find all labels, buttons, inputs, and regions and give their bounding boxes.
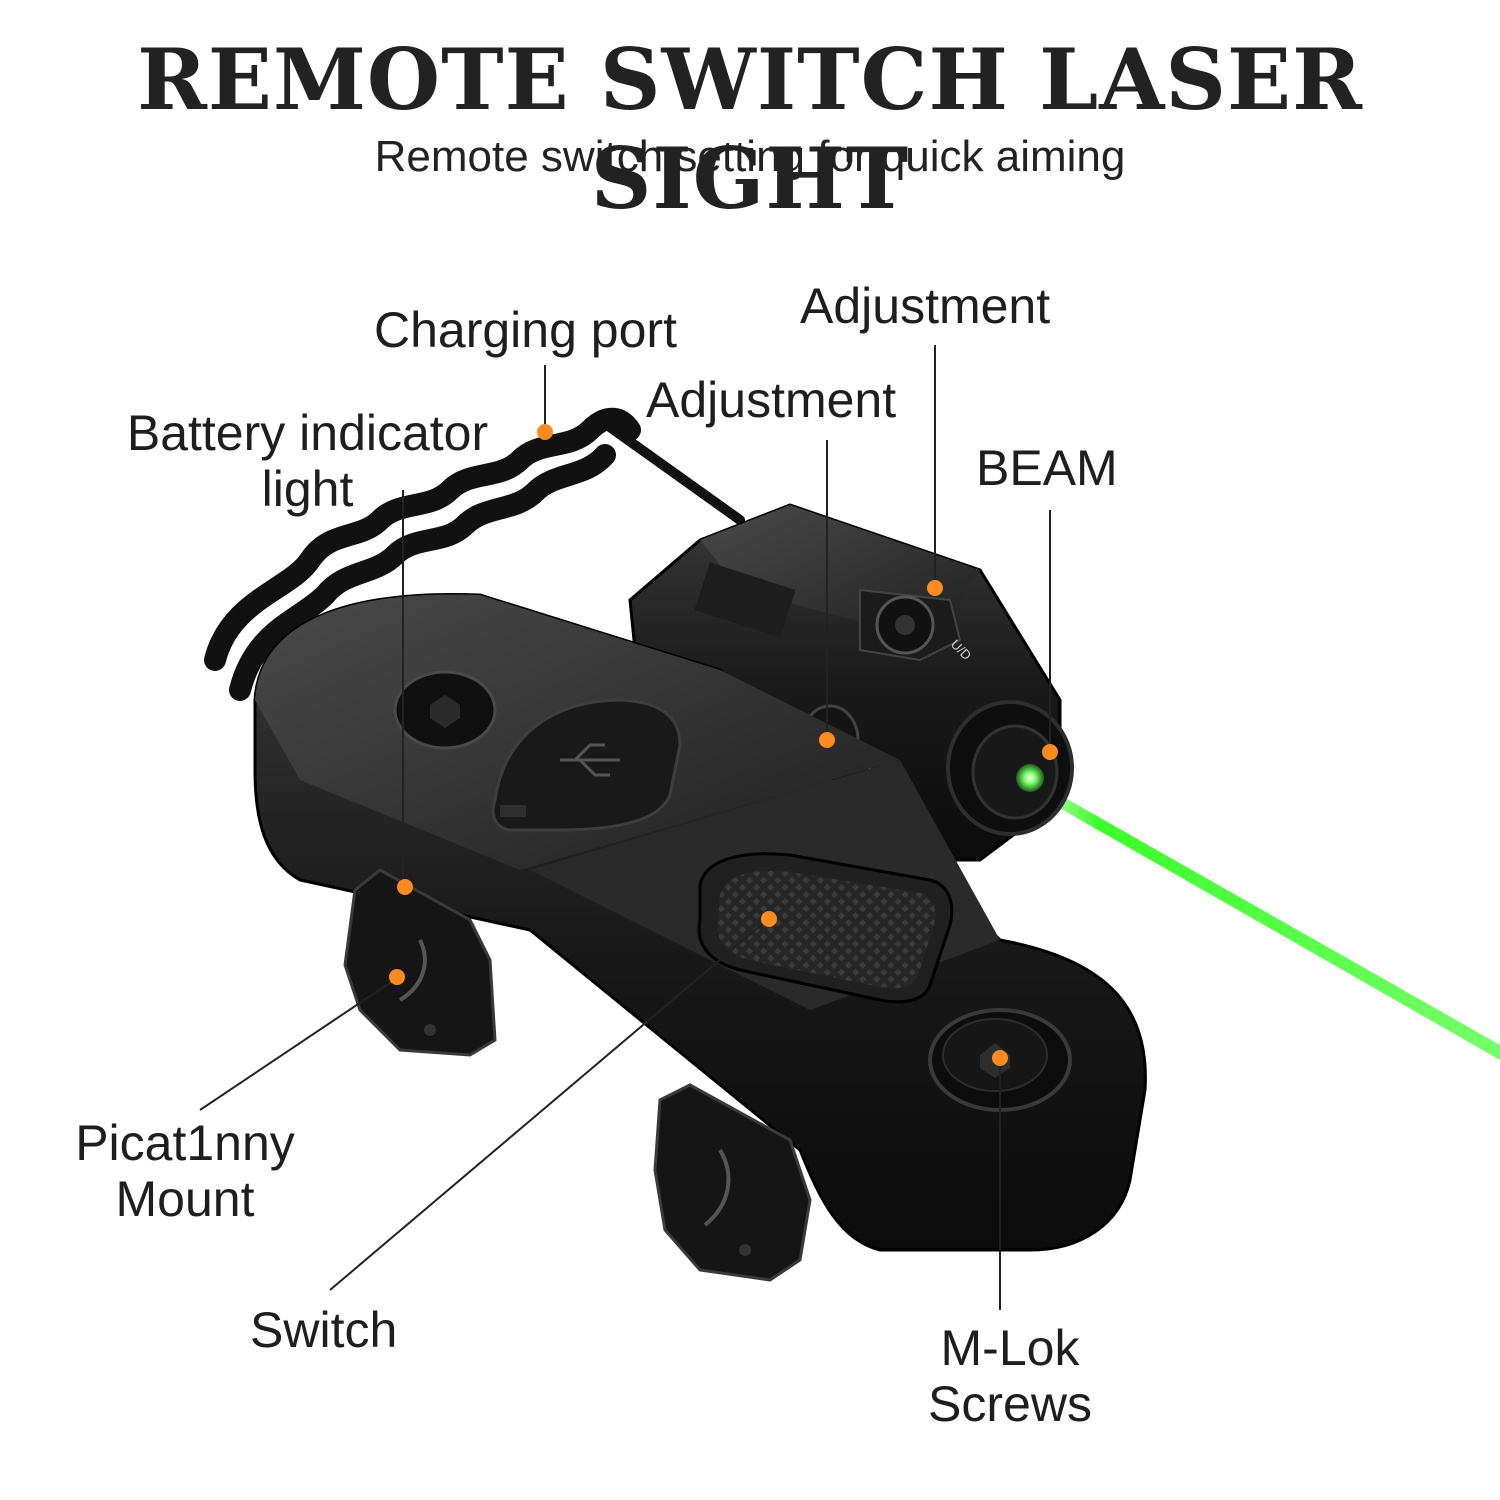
switch-body <box>253 592 1147 1282</box>
label-battery-line2: light <box>261 461 354 517</box>
page-title: REMOTE SWITCH LASER SIGHT <box>137 30 1363 228</box>
mount-screw-hex-top <box>393 670 497 750</box>
label-charging-port: Charging port <box>374 302 677 358</box>
usb-icon <box>560 743 620 777</box>
picatinny-clamp-left <box>343 868 497 1057</box>
label-adjustment-top: Adjustment <box>800 278 1051 334</box>
label-mlok-screws: M-Lok Screws <box>905 1320 1115 1432</box>
charging-port-cover[interactable] <box>491 698 682 832</box>
label-mlok-line2: Screws <box>928 1376 1092 1432</box>
switch-button-pad[interactable] <box>697 852 954 1004</box>
label-picatinny-line1: Picat1nny <box>75 1115 295 1171</box>
label-battery-indicator: Battery indicator light <box>115 405 500 517</box>
callout-markers <box>389 424 1058 1066</box>
marker-picatinny <box>389 969 405 985</box>
marker-beam <box>1042 744 1058 760</box>
picatinny-clamp-right <box>653 1083 812 1282</box>
beam-aperture <box>946 700 1074 836</box>
marker-switch <box>761 911 777 927</box>
marker-battery-light <box>397 879 413 895</box>
label-battery-line1: Battery indicator <box>126 405 489 461</box>
label-mlok-line1: M-Lok <box>940 1320 1080 1376</box>
label-beam: BEAM <box>976 440 1118 496</box>
label-picatinny-line2: Mount <box>115 1171 255 1227</box>
label-picatinny-mount: Picat1nny Mount <box>65 1115 305 1227</box>
label-adjustment-side: Adjustment <box>646 372 897 428</box>
marker-adjustment-side <box>819 732 835 748</box>
leader-lines <box>199 345 1051 1310</box>
marker-charging-port <box>537 424 553 440</box>
laser-beam <box>1028 778 1500 1060</box>
marker-adjustment-top <box>927 580 943 596</box>
marker-mlok <box>992 1050 1008 1066</box>
label-switch: Switch <box>250 1302 398 1358</box>
page-subtitle: Remote switch setting for quick aiming <box>374 132 1126 181</box>
